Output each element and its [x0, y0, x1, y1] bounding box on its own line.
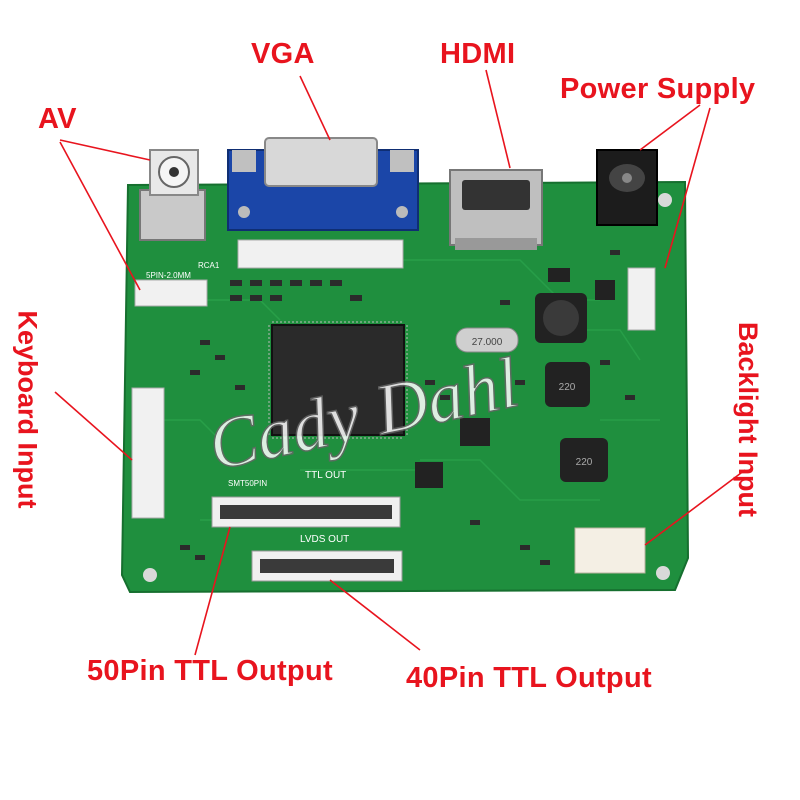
silk-ttl-out: TTL OUT: [305, 470, 346, 481]
inductor: 220: [560, 438, 608, 482]
smd-chip: [548, 268, 570, 282]
label-backlight-input: Backlight Input: [733, 322, 763, 517]
mounting-hole: [658, 193, 672, 207]
crystal-oscillator: 27.000: [455, 327, 519, 353]
smd-chip: [460, 418, 490, 446]
label-hdmi: HDMI: [440, 38, 516, 70]
inductor-label: 220: [576, 457, 593, 468]
vga-connector: [227, 137, 419, 231]
inductor: 220: [545, 362, 590, 407]
label-vga: VGA: [251, 38, 315, 70]
pointer-lines: [54, 69, 746, 656]
inductor: [535, 293, 587, 343]
silk-smt50pin: SMT50PIN: [228, 479, 267, 488]
mounting-hole: [143, 568, 157, 582]
silk-rca1: RCA1: [198, 261, 220, 270]
silk-lvds-out: LVDS OUT: [300, 534, 349, 545]
lvds-40pin-connector: [251, 550, 403, 582]
smd-chip: [595, 280, 615, 300]
label-power-supply: Power Supply: [560, 73, 756, 105]
inductor-label: 220: [559, 382, 576, 393]
power-jack: [596, 149, 658, 226]
av-5pin-header: [134, 279, 208, 307]
vga-header: [237, 239, 404, 269]
label-40pin-ttl-output: 40Pin TTL Output: [406, 662, 652, 694]
crystal-label: 27.000: [472, 337, 503, 348]
label-keyboard-input: Keyboard Input: [12, 310, 43, 509]
hdmi-connector: [449, 169, 543, 250]
label-50pin-ttl-output: 50Pin TTL Output: [87, 655, 333, 687]
smd-components: [180, 250, 635, 565]
mounting-hole: [656, 566, 670, 580]
power-header: [627, 267, 656, 331]
keyboard-header: [131, 387, 165, 519]
av-rca-jack: [139, 149, 206, 241]
main-ic: [268, 321, 408, 439]
backlight-connector: [574, 527, 646, 574]
ttl-50pin-connector: [211, 496, 401, 528]
label-av: AV: [38, 103, 77, 135]
smd-chip: [415, 462, 443, 488]
silk-5pin: 5PIN-2.0MM: [146, 271, 191, 280]
